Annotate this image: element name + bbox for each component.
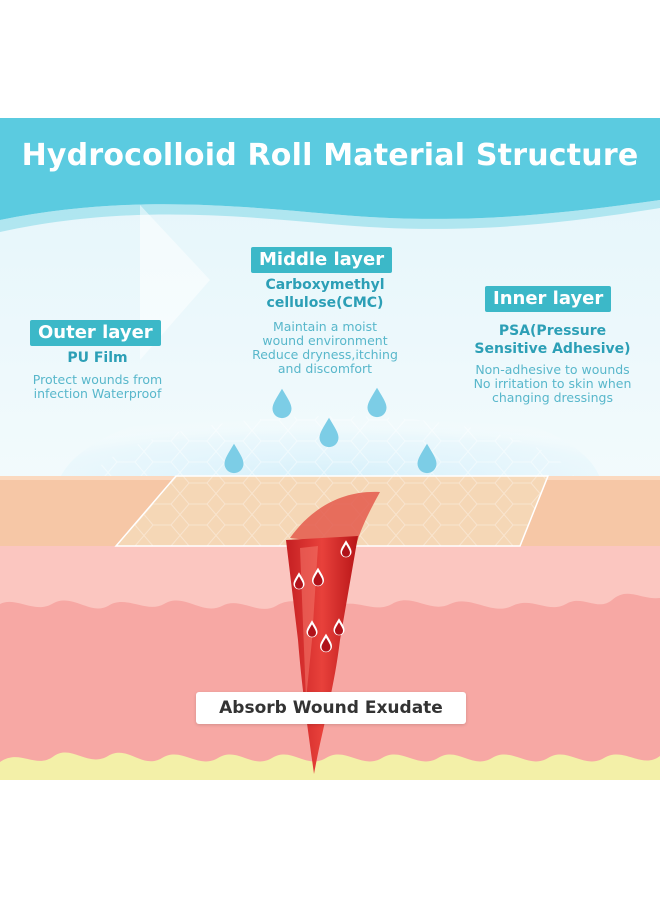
inner-desc-line3: changing dressings (492, 390, 613, 405)
absorb-exudate-label: Absorb Wound Exudate (196, 692, 466, 724)
inner-layer-description: Non-adhesive to wounds No irritation to … (455, 363, 650, 405)
page-title: Hydrocolloid Roll Material Structure (21, 138, 639, 173)
middle-material-line2: cellulose(CMC) (266, 295, 384, 311)
outer-desc-line1: Protect wounds from (32, 372, 163, 387)
inner-layer-material: PSA(Pressure Sensitive Adhesive) (455, 322, 650, 358)
middle-layer-material: Carboxymethyl cellulose(CMC) (225, 276, 425, 312)
outer-layer-badge: Outer layer (30, 320, 161, 346)
inner-material-line1: PSA(Pressure (498, 323, 607, 339)
inner-layer-badge: Inner layer (485, 286, 612, 312)
middle-desc-line2: wound environment (262, 333, 388, 348)
fat-layer (0, 752, 660, 780)
header-wave (0, 200, 660, 232)
wound-opening (290, 491, 380, 546)
middle-layer-badge: Middle layer (251, 247, 393, 273)
dome-hex-texture (90, 415, 575, 478)
outer-desc-line2: infection Waterproof (33, 386, 162, 401)
middle-layer-description: Maintain a moist wound environment Reduc… (215, 320, 435, 376)
middle-desc-line4: and discomfort (277, 361, 373, 376)
outer-layer-description: Protect wounds from infection Waterproof (15, 373, 180, 401)
inner-desc-line1: Non-adhesive to wounds (475, 362, 630, 377)
middle-material-line1: Carboxymethyl (265, 277, 385, 293)
outer-layer-material: PU Film (67, 350, 128, 366)
header-band (0, 118, 660, 220)
middle-desc-line3: Reduce dryness,itching (252, 347, 398, 362)
wound-highlight (300, 546, 318, 700)
middle-desc-line1: Maintain a moist (272, 319, 378, 334)
inner-desc-line2: No irritation to skin when (473, 376, 632, 391)
inner-material-line2: Sensitive Adhesive) (474, 341, 631, 357)
